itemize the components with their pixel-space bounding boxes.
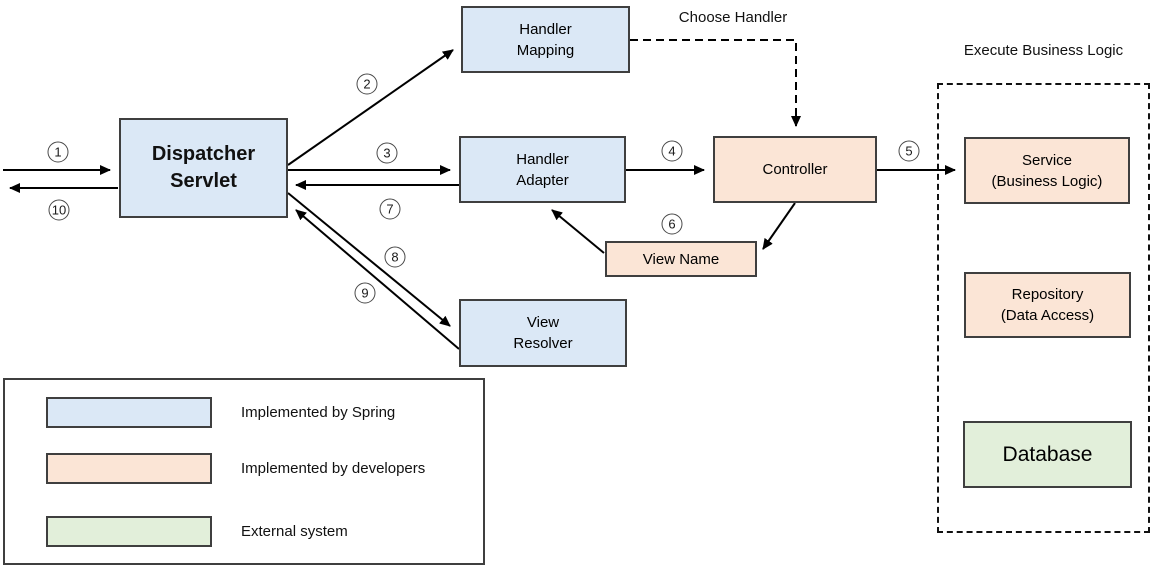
legend-swatch-developers xyxy=(46,453,212,484)
arrow-choose-handler-dashed xyxy=(630,39,801,127)
step-badge-4: 4 xyxy=(661,140,683,162)
view-name-node: View Name xyxy=(605,241,757,277)
arrow-controller-to-view-name xyxy=(762,202,796,250)
handler-mapping-label-line2: Mapping xyxy=(516,41,575,59)
handler-mapping-label-line1: Handler xyxy=(519,20,572,38)
arrow-step-9-resolver-to-dispatcher xyxy=(295,209,460,350)
handler-mapping-node: Handler Mapping xyxy=(461,6,630,73)
execute-business-logic-label: Execute Business Logic xyxy=(963,42,1124,59)
handler-adapter-label-line2: Adapter xyxy=(516,171,569,189)
handler-adapter-label-line1: Handler xyxy=(516,150,569,168)
step-badge-9: 9 xyxy=(354,282,376,304)
service-label-line1: Service xyxy=(1021,151,1073,169)
legend: Implemented by Spring Implemented by dev… xyxy=(3,378,485,565)
step-badge-8: 8 xyxy=(384,246,406,268)
arrow-step-2-to-handler-mapping xyxy=(287,49,454,166)
database-label: Database xyxy=(1002,443,1093,466)
service-node: Service (Business Logic) xyxy=(964,137,1130,204)
view-resolver-label-line2: Resolver xyxy=(513,335,573,352)
controller-label: Controller xyxy=(762,161,828,178)
repository-label-line1: Repository xyxy=(1011,286,1084,303)
step-badge-5: 5 xyxy=(898,140,920,162)
legend-swatch-external xyxy=(46,516,212,547)
view-resolver-label-line1: View xyxy=(526,314,560,331)
repository-label-line2: (Data Access) xyxy=(1000,307,1095,324)
arrow-view-name-to-adapter xyxy=(551,209,605,254)
service-label-line2: (Business Logic) xyxy=(991,172,1103,190)
legend-swatch-spring xyxy=(46,397,212,428)
dispatcher-servlet-node: Dispatcher Servlet xyxy=(119,118,288,218)
legend-label-external: External system xyxy=(241,523,348,540)
step-badge-3: 3 xyxy=(376,142,398,164)
database-node: Database xyxy=(963,421,1132,488)
dispatcher-servlet-label-line2: Servlet xyxy=(170,170,237,192)
choose-handler-label: Choose Handler xyxy=(678,9,788,26)
execute-business-logic-group xyxy=(937,83,1150,533)
legend-label-developers: Implemented by developers xyxy=(241,460,426,477)
step-badge-10: 10 xyxy=(48,199,70,221)
step-badge-2: 2 xyxy=(356,73,378,95)
view-resolver-node: View Resolver xyxy=(459,299,627,367)
handler-adapter-node: Handler Adapter xyxy=(459,136,626,203)
legend-label-spring: Implemented by Spring xyxy=(241,404,396,421)
controller-node: Controller xyxy=(713,136,877,203)
step-badge-1: 1 xyxy=(47,141,69,163)
dispatcher-servlet-label-line1: Dispatcher xyxy=(151,143,256,165)
view-name-label: View Name xyxy=(642,250,720,268)
step-badge-7: 7 xyxy=(379,198,401,220)
arrow-step-8-to-view-resolver xyxy=(287,192,451,327)
step-badge-6: 6 xyxy=(661,213,683,235)
repository-node: Repository (Data Access) xyxy=(964,272,1131,338)
